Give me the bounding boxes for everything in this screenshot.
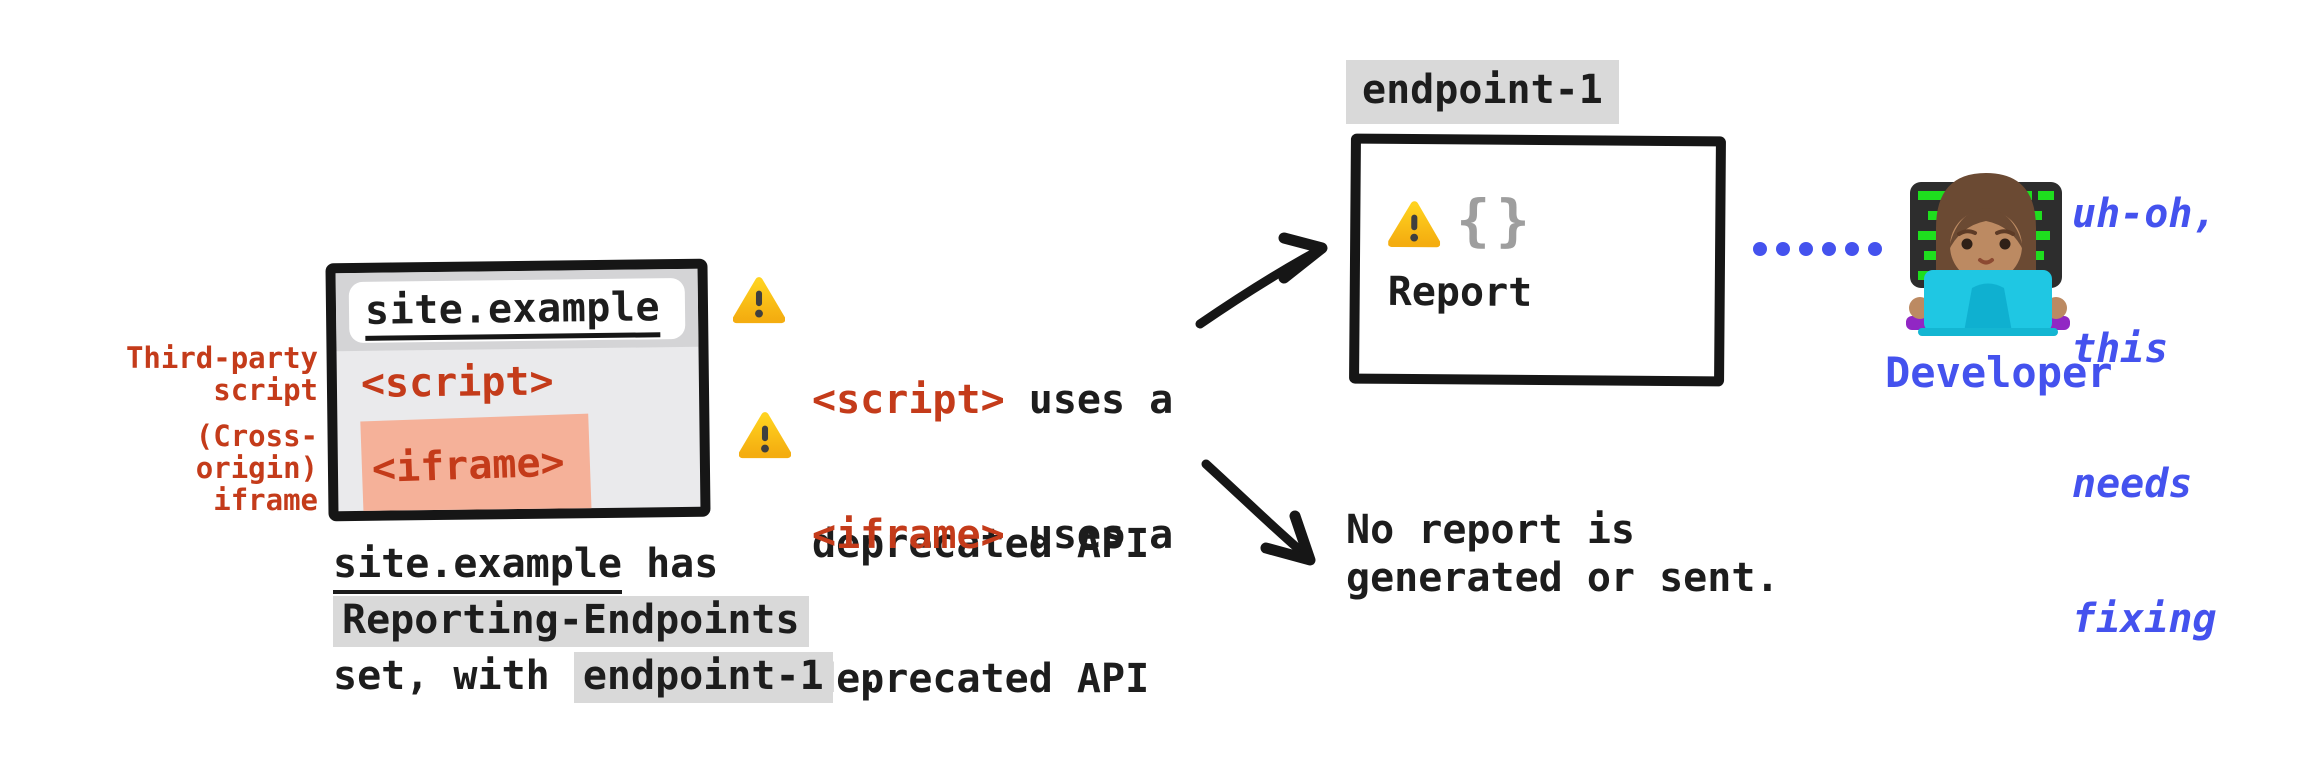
- blue-dot: [1868, 242, 1882, 256]
- thought-line4: fixing: [2072, 596, 2217, 642]
- script-warning-text: <script> uses a deprecated API: [812, 280, 1173, 664]
- thought-line1: uh-oh,: [2072, 191, 2217, 237]
- arrow-to-no-report-icon: [1201, 459, 1316, 566]
- report-box-row: {}: [1388, 188, 1716, 260]
- iframe-warning-line2: deprecated API: [812, 656, 1150, 702]
- browser-window: site.example <script> <iframe>: [325, 258, 711, 522]
- woman-technologist-emoji-icon: [1906, 173, 2070, 336]
- iframe-tag-text: <iframe>: [371, 439, 566, 493]
- cross-origin-iframe-label-line1: (Cross-origin): [195, 419, 318, 485]
- cross-origin-iframe-label: (Cross-origin) iframe: [93, 420, 318, 516]
- blue-dot: [1776, 242, 1790, 256]
- script-warning-line2: deprecated API: [812, 521, 1150, 567]
- arrow-to-endpoint-icon: [1195, 232, 1328, 329]
- caption-line3: set, with endpoint-1 .: [333, 648, 881, 704]
- caption: site.example has Reporting-Endpoints set…: [333, 536, 881, 704]
- iframe-highlight-box: <iframe>: [360, 413, 592, 518]
- thought-line3: needs: [2072, 461, 2193, 507]
- blue-dot: [1753, 242, 1767, 256]
- iframe-warning-text: <iframe> uses a deprecated API: [812, 415, 1173, 762]
- third-party-script-label-line2: script: [213, 373, 318, 407]
- warning-icon: [733, 273, 785, 329]
- thought-line2: this: [2072, 326, 2169, 372]
- browser-window-header: site.example: [335, 268, 699, 352]
- no-report-text: No report is generated or sent.: [1346, 506, 1779, 602]
- third-party-script-label-line1: Third-party: [125, 341, 318, 375]
- iframe-warning-line1: <iframe> uses a: [812, 511, 1173, 559]
- developer-thought-text: uh-oh, this needs fixing: [2072, 102, 2217, 732]
- developer-label: Developer: [1885, 348, 2113, 397]
- script-tag-text: <script>: [360, 358, 554, 407]
- caption-line3-pre: set, with: [333, 653, 574, 699]
- site-url: site.example: [364, 283, 661, 341]
- blue-dot: [1799, 242, 1813, 256]
- report-label: Report: [1387, 268, 1533, 316]
- caption-reporting-endpoints-highlight: Reporting-Endpoints: [333, 596, 809, 647]
- warning-icon: [1388, 196, 1440, 252]
- endpoint-1-label: endpoint-1: [1346, 60, 1619, 124]
- blue-dot: [1822, 242, 1836, 256]
- caption-site-url: site.example: [333, 541, 622, 594]
- json-braces-icon: {}: [1456, 188, 1536, 254]
- warning-icon: [739, 408, 791, 464]
- iframe-warning-rest: uses a: [1004, 512, 1174, 558]
- caption-line3-post: .: [832, 653, 881, 699]
- caption-after-site: has: [621, 541, 719, 587]
- browser-window-body: <script> <iframe>: [337, 347, 701, 518]
- blue-dot: [1845, 242, 1859, 256]
- iframe-warning-tag: <iframe>: [812, 512, 1005, 558]
- no-report-line1: No report is: [1346, 507, 1635, 553]
- caption-line2: Reporting-Endpoints: [333, 592, 881, 648]
- caption-endpoint-1-highlight: endpoint-1: [573, 652, 833, 703]
- script-warning-line1: <script> uses a: [812, 376, 1173, 424]
- blue-dotted-line: [1753, 242, 1882, 256]
- third-party-script-label: Third-party script: [93, 342, 318, 406]
- caption-line1: site.example has: [333, 536, 881, 594]
- script-warning-rest: uses a: [1004, 377, 1174, 423]
- report-box: {} Report: [1349, 133, 1726, 387]
- script-warning-tag: <script>: [812, 377, 1005, 423]
- no-report-line2: generated or sent.: [1346, 555, 1780, 601]
- cross-origin-iframe-label-line2: iframe: [213, 483, 318, 517]
- url-bar: site.example: [348, 277, 686, 343]
